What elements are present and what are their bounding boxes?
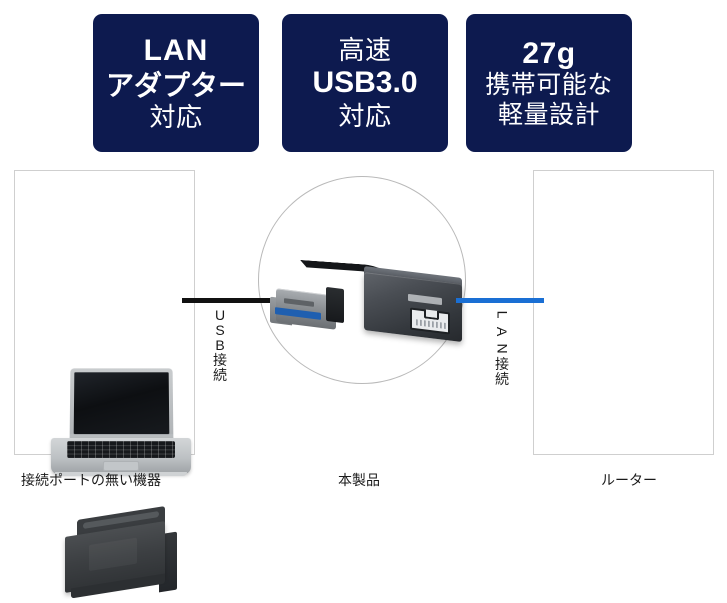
usb-lan-adapter-image: [268, 259, 468, 358]
laptop-image: [51, 368, 191, 478]
usb-connection-label: U S B 接 続: [213, 307, 227, 384]
feature-badge-lan-adapter: LAN アダプター 対応: [93, 14, 259, 152]
usb-label-kanji: 接: [213, 352, 227, 369]
console-dock-image: [59, 506, 185, 603]
feature-badge-weight: 27g 携帯可能な 軽量設計: [466, 14, 632, 152]
lan-label-char: L: [494, 310, 511, 319]
badge-line: 27g: [522, 36, 576, 70]
lan-label-kanji: 続: [495, 371, 509, 388]
badge-line: 高速: [338, 34, 392, 65]
rj45-pins: [416, 319, 447, 330]
laptop-base: [51, 438, 191, 474]
lan-connection-line: [456, 298, 544, 303]
lan-connection-label: L A N 接 続: [494, 306, 511, 388]
badge-line: 対応: [149, 101, 203, 132]
usb-label-kanji: 続: [213, 367, 227, 384]
badge-line: 対応: [338, 100, 392, 131]
usb-label-char: U: [214, 307, 226, 323]
lan-label-char: A: [494, 326, 511, 337]
feature-badge-usb3: 高速 USB3.0 対応: [282, 14, 448, 152]
lan-label-kanji: 接: [495, 356, 509, 373]
caption-router: ルーター: [601, 472, 657, 488]
caption-source-devices: 接続ポートの無い機器: [21, 472, 161, 488]
usb-label-char: S: [215, 322, 225, 339]
badge-line: 軽量設計: [497, 100, 600, 129]
laptop-front-edge: [55, 472, 187, 476]
badge-line: 携帯可能な: [485, 71, 613, 100]
usb-label-char: B: [215, 337, 225, 354]
badge-line: LAN: [143, 34, 209, 68]
badge-line: アダプター: [105, 69, 246, 101]
dock-front-inset: [89, 537, 137, 572]
laptop-keyboard: [67, 441, 175, 458]
laptop-trackpad: [103, 461, 139, 471]
caption-product: 本製品: [338, 472, 380, 488]
usb-plug-strain-relief: [326, 286, 344, 324]
laptop-screen: [73, 372, 170, 435]
laptop-lid: [69, 368, 174, 442]
infographic-canvas: LAN アダプター 対応 高速 USB3.0 対応 27g 携帯可能な 軽量設計: [0, 0, 727, 513]
panel-router: [533, 170, 714, 455]
lan-label-char: N: [494, 343, 511, 354]
usb-connection-line: [182, 298, 270, 303]
panel-source-devices: [14, 170, 195, 599]
badge-line: USB3.0: [312, 66, 418, 100]
